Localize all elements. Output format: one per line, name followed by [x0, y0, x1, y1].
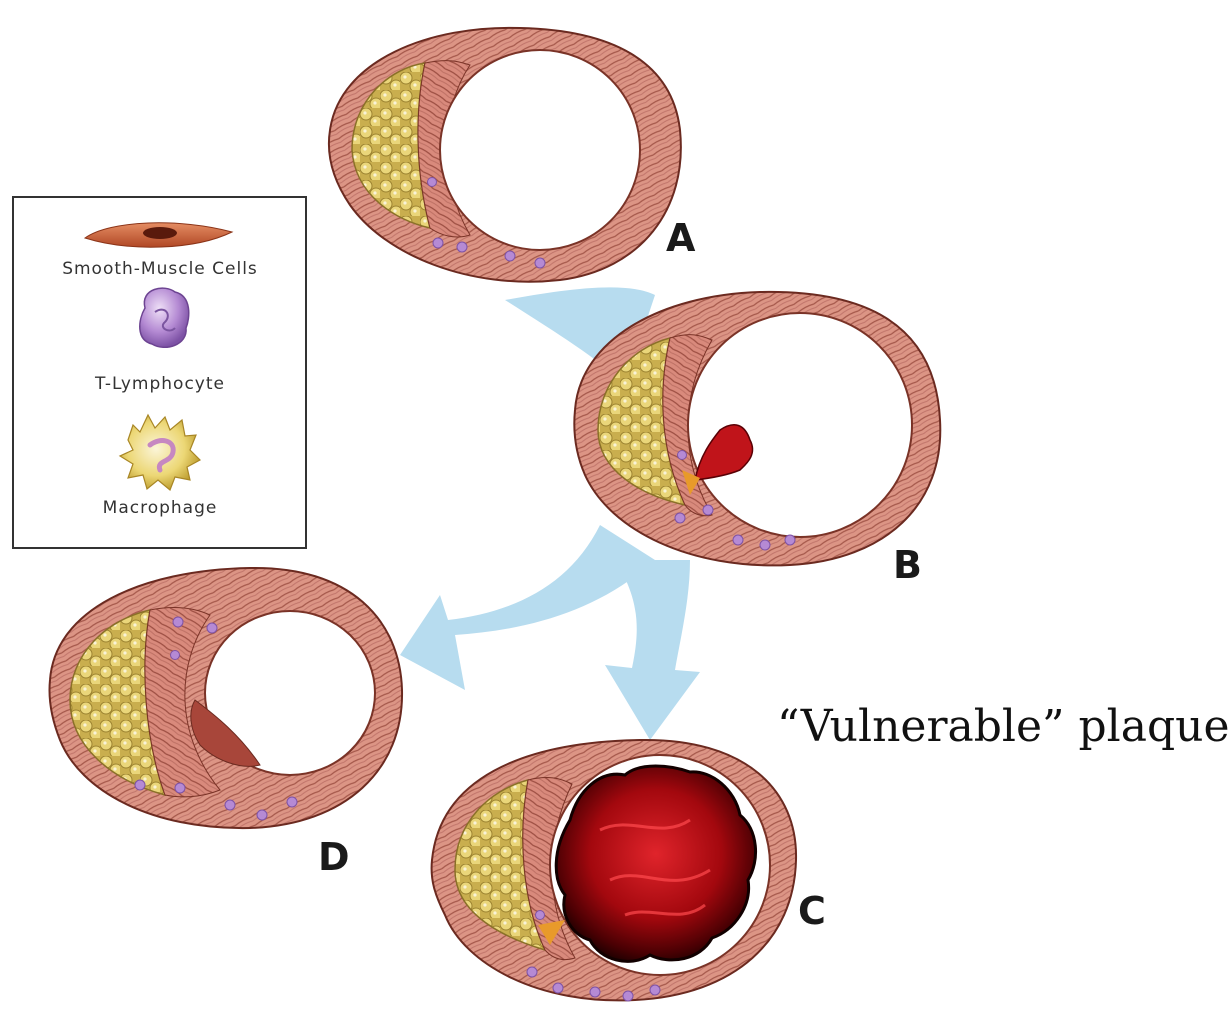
lumen [688, 313, 912, 537]
vessel-c: C [432, 740, 826, 1001]
legend-label-macrophage: Macrophage [103, 498, 218, 518]
lumen [440, 50, 640, 250]
panel-label-d: D [318, 835, 350, 879]
panel-label-b: B [893, 543, 922, 587]
occlusive-thrombus [556, 766, 755, 961]
vessel-a: A [329, 28, 696, 282]
panel-label-c: C [798, 889, 826, 933]
legend-label-t-lymphocyte: T-Lymphocyte [94, 374, 225, 394]
vessel-b: B [574, 292, 940, 587]
arrow-b-to-d [400, 525, 655, 690]
legend: Smooth-Muscle Cells T-Lymphocyte Macroph… [13, 197, 306, 548]
legend-label-smooth-muscle: Smooth-Muscle Cells [62, 259, 258, 279]
t-lymphocyte-icon [140, 288, 189, 347]
legend-box [13, 197, 306, 548]
panel-label-a: A [666, 216, 696, 260]
vessel-d: D [49, 568, 402, 879]
vulnerable-plaque-caption: “Vulnerable” plaque [777, 701, 1230, 752]
